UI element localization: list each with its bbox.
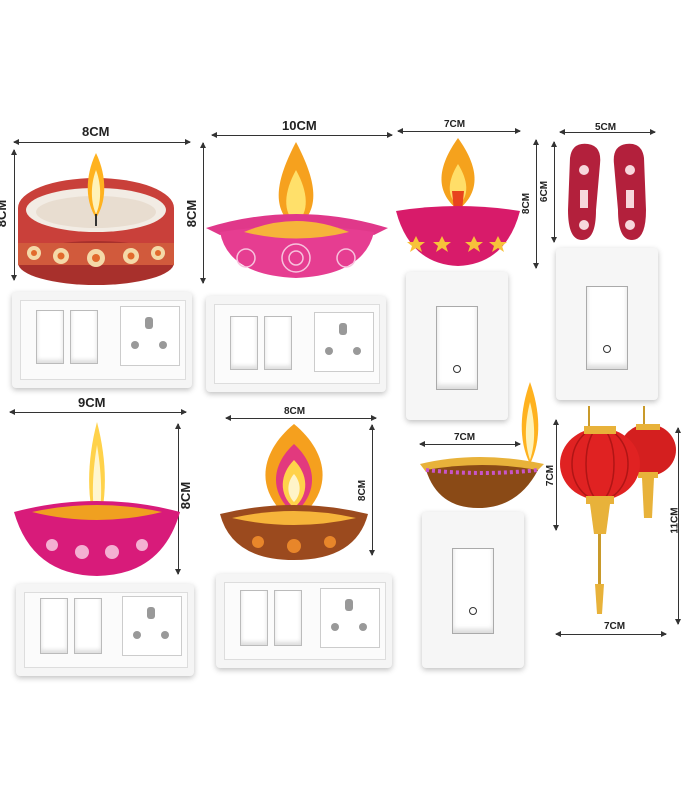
footprints-height-line <box>551 141 557 243</box>
small-diya-height-label: 8CM <box>521 192 533 215</box>
magenta-diya-width-line <box>9 409 187 415</box>
lantern-width-label: 7CM <box>604 621 626 632</box>
brass-diya-width-line <box>419 441 521 447</box>
brass-diya-height-line <box>553 419 559 531</box>
switch-board-1[interactable] <box>12 292 192 388</box>
small-diya-width-line <box>397 128 521 134</box>
single-switch-1[interactable] <box>406 272 508 420</box>
power-icon <box>453 365 461 373</box>
power-icon <box>603 345 611 353</box>
pink-diya-image <box>206 142 388 278</box>
rocker-switch[interactable] <box>240 590 268 646</box>
magenta-diya-width-label: 9CM <box>78 395 106 410</box>
lantern-height-line <box>675 427 681 625</box>
candle-height-label: 8CM <box>0 199 10 228</box>
pink-diya-width-line <box>211 132 393 138</box>
rocker-switch[interactable] <box>264 316 292 370</box>
flame-diya-image <box>220 424 368 560</box>
switch-board-2[interactable] <box>206 296 386 392</box>
flame-diya-width-label: 8CM <box>284 406 306 417</box>
footprints-width-label: 5CM <box>595 122 617 133</box>
rocker-switch[interactable] <box>70 310 98 364</box>
footprints-height-label: 6CM <box>539 180 551 203</box>
flame-diya-width-line <box>225 415 377 421</box>
single-switch-2[interactable] <box>556 248 658 400</box>
lanterns-image <box>560 406 676 614</box>
magenta-diya-image <box>14 422 180 576</box>
brass-diya-image <box>420 382 544 508</box>
rocker-switch[interactable] <box>36 310 64 364</box>
tealight-candle-image <box>18 153 174 285</box>
power-icon <box>469 607 477 615</box>
small-diya-width-label: 7CM <box>444 119 466 130</box>
pink-diya-height-line <box>200 142 206 284</box>
small-diya-height-line <box>533 139 539 269</box>
pink-diya-width-label: 10CM <box>282 118 317 133</box>
rocker-switch[interactable] <box>74 598 102 654</box>
power-socket <box>120 306 180 366</box>
brass-diya-width-label: 7CM <box>454 432 476 443</box>
pink-diya-height-label: 8CM <box>184 199 200 228</box>
toggle-switch[interactable] <box>452 548 494 634</box>
single-switch-3[interactable] <box>422 512 524 668</box>
footprints-image <box>568 143 646 240</box>
power-socket <box>314 312 374 372</box>
magenta-diya-height-line <box>175 423 181 575</box>
candle-width-line <box>13 139 191 145</box>
candle-height-line <box>11 149 17 281</box>
switch-board-4[interactable] <box>216 574 392 668</box>
footprints-width-line <box>559 129 656 135</box>
toggle-switch[interactable] <box>586 286 628 370</box>
power-socket <box>320 588 380 648</box>
rocker-switch[interactable] <box>230 316 258 370</box>
candle-width-label: 8CM <box>82 124 110 139</box>
small-diya-image <box>396 138 520 266</box>
rocker-switch[interactable] <box>40 598 68 654</box>
rocker-switch[interactable] <box>274 590 302 646</box>
power-socket <box>122 596 182 656</box>
toggle-switch[interactable] <box>436 306 478 390</box>
switch-board-3[interactable] <box>16 584 194 676</box>
lantern-width-line <box>555 631 667 637</box>
flame-diya-height-line <box>369 424 375 556</box>
